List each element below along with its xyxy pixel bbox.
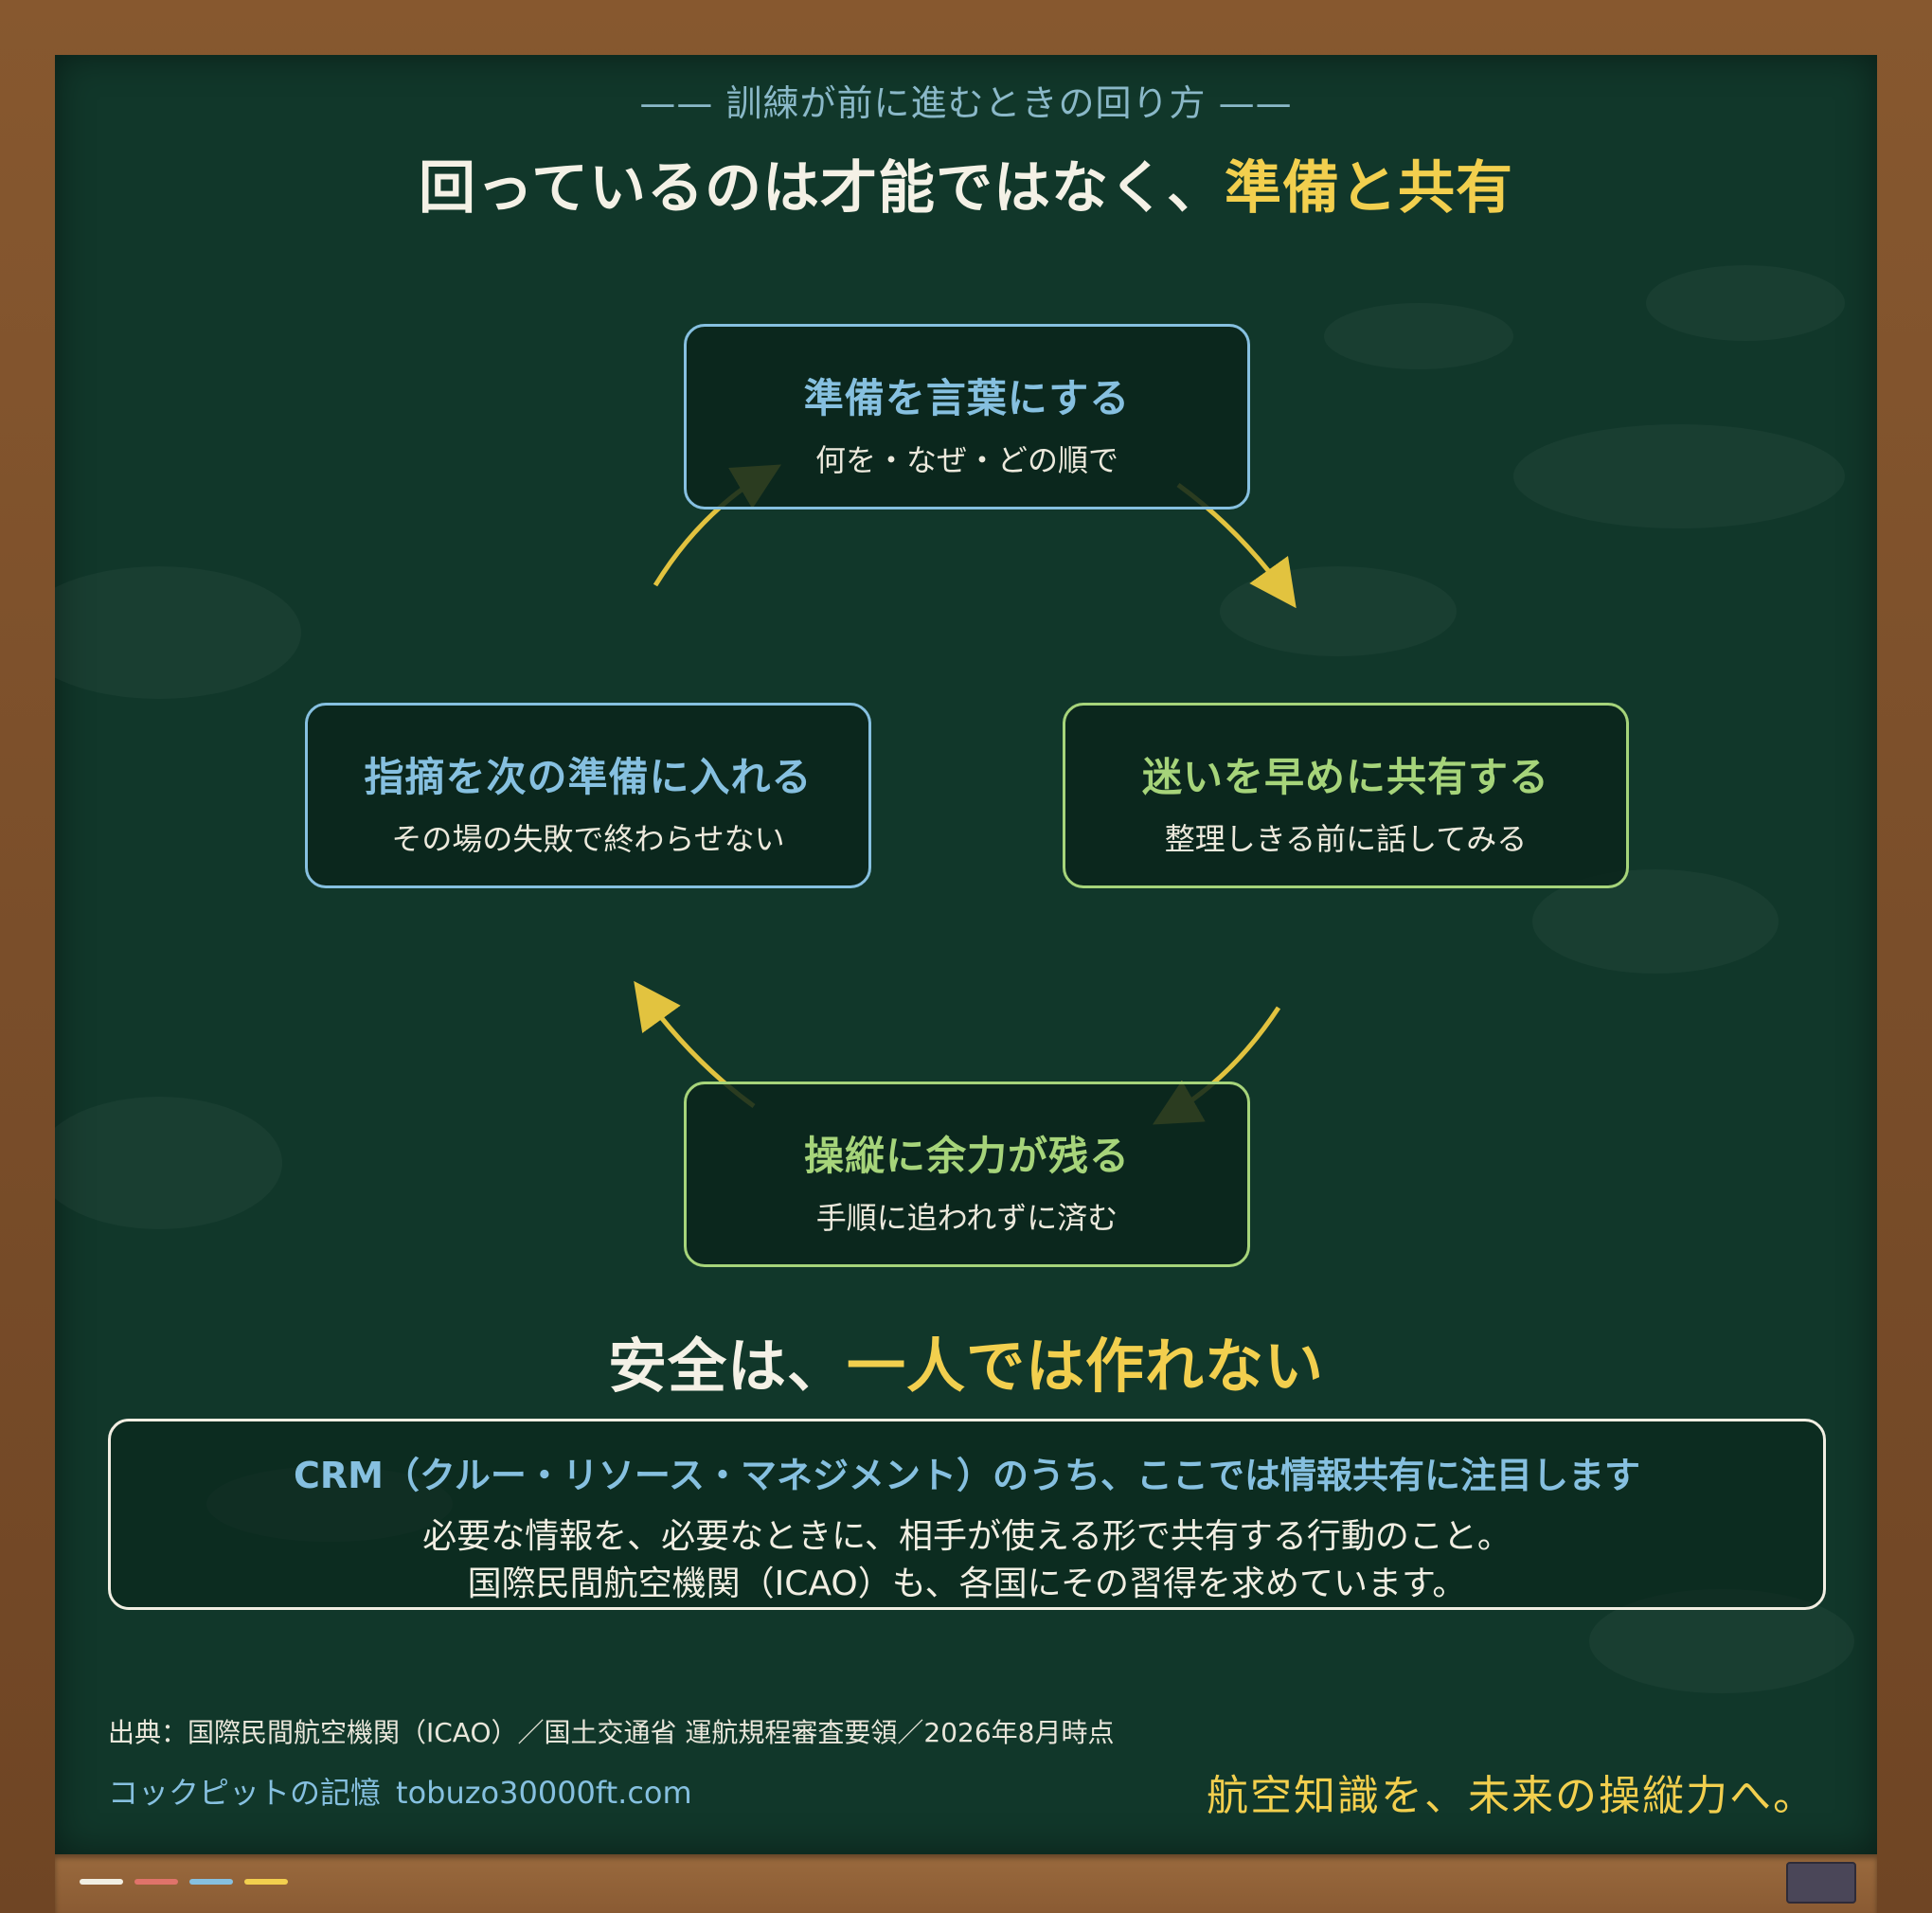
brand-url[interactable]: tobuzo30000ft.com [396, 1775, 692, 1811]
cycle-node-bottom: 操縦に余力が残る 手順に追われずに済む [684, 1082, 1250, 1267]
node-subtitle: 整理しきる前に話してみる [1164, 821, 1528, 857]
page-title: 回っているのは才能ではなく、準備と共有 [0, 142, 1932, 224]
cycle-node-right: 迷いを早めに共有する 整理しきる前に話してみる [1063, 703, 1629, 888]
chalk-blue [189, 1879, 233, 1885]
node-title: 操縦に余力が残る [803, 1133, 1130, 1179]
title-highlight: 準備と共有 [1225, 155, 1513, 222]
crm-line-1: 必要な情報を、必要なときに、相手が使える形で共有する行動のこと。 [422, 1517, 1512, 1556]
chalk-tray [55, 1854, 1877, 1913]
node-subtitle: 何を・なぜ・どの順で [814, 442, 1118, 478]
node-title: 指摘を次の準備に入れる [364, 754, 813, 800]
tagline-plain: 安全は、 [607, 1332, 847, 1401]
source-citation: 出典：国際民間航空機関（ICAO）／国土交通省 運航規程審査要領／2026年8月… [108, 1717, 1115, 1748]
cycle-node-top: 準備を言葉にする 何を・なぜ・どの順で [684, 324, 1250, 510]
chalk-red [134, 1879, 178, 1885]
crm-line-2: 国際民間航空機関（ICAO）も、各国にその習得を求めています。 [467, 1564, 1467, 1603]
brand-name: コックピットの記憶 [108, 1775, 382, 1811]
tagline: 安全は、一人では作れない [0, 1318, 1932, 1403]
node-title: 準備を言葉にする [803, 375, 1131, 421]
crm-explanation-box: CRM（クルー・リソース・マネジメント）のうち、ここでは情報共有に注目します 必… [108, 1419, 1826, 1610]
tagline-highlight: 一人では作れない [847, 1332, 1325, 1401]
chalk-white [80, 1879, 123, 1885]
slogan: 航空知識を、未来の操縦力へ。 [1207, 1772, 1816, 1820]
node-title: 迷いを早めに共有する [1141, 754, 1549, 800]
eraser [1786, 1862, 1856, 1904]
kicker-text: —— 訓練が前に進むときの回り方 —— [639, 82, 1293, 124]
cycle-node-left: 指摘を次の準備に入れる その場の失敗で終わらせない [305, 703, 871, 888]
node-subtitle: 手順に追われずに済む [815, 1200, 1118, 1236]
title-plain: 回っているのは才能ではなく、 [419, 155, 1225, 222]
chalk-yellow [244, 1879, 288, 1885]
node-subtitle: その場の失敗で終わらせない [391, 821, 785, 857]
crm-heading: CRM（クルー・リソース・マネジメント）のうち、ここでは情報共有に注目します [294, 1455, 1640, 1496]
brand: コックピットの記憶 tobuzo30000ft.com [108, 1769, 692, 1813]
